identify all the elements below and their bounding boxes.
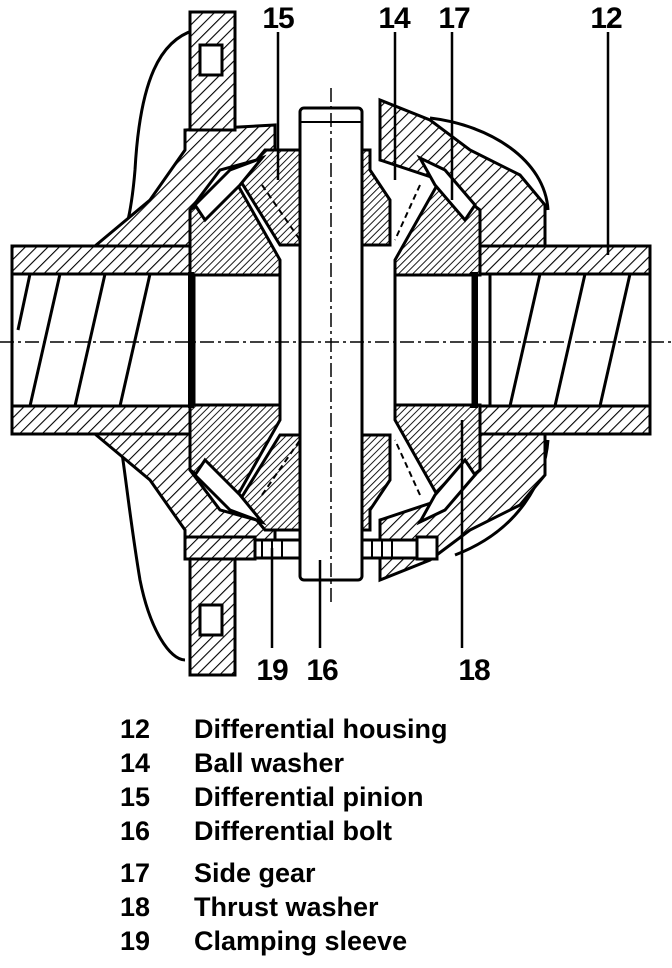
callout-18: 18 (458, 654, 490, 687)
callout-14: 14 (378, 2, 411, 35)
legend-number: 16 (120, 816, 151, 846)
legend-number: 15 (120, 782, 151, 812)
callout-12: 12 (590, 2, 622, 35)
legend-number: 18 (120, 892, 151, 922)
differential-cross-section-diagram: 15 14 17 12 19 16 18 (0, 2, 672, 687)
clamping-sleeve (183, 535, 439, 561)
legend-label: Differential bolt (194, 816, 393, 846)
callout-17: 17 (438, 2, 470, 35)
right-axle-tube (478, 244, 652, 436)
parts-legend: 12 Differential housing 14 Ball washer 1… (120, 712, 640, 958)
callout-16: 16 (306, 654, 338, 687)
legend-number: 17 (120, 858, 151, 888)
legend-number: 14 (120, 748, 151, 778)
callout-leader-lines (270, 32, 610, 648)
left-axle-tube (10, 244, 194, 436)
side-gear-bore (192, 273, 475, 407)
legend-item: 14 Ball washer (120, 746, 640, 780)
legend-label: Thrust washer (194, 892, 379, 922)
callout-19: 19 (256, 654, 288, 687)
legend-label: Side gear (194, 858, 316, 888)
legend-number: 19 (120, 926, 151, 956)
legend-item: 15 Differential pinion (120, 780, 640, 814)
legend-label: Differential housing (194, 714, 448, 744)
legend-item: 12 Differential housing (120, 712, 640, 746)
legend-label: Differential pinion (194, 782, 424, 812)
legend-item: 19 Clamping sleeve (120, 924, 640, 958)
legend-label: Clamping sleeve (194, 926, 408, 956)
legend-item: 18 Thrust washer (120, 890, 640, 924)
center-line (0, 88, 672, 605)
legend-item: 16 Differential bolt (120, 814, 640, 848)
callout-15: 15 (262, 2, 294, 35)
legend-number: 12 (120, 714, 151, 744)
legend-item: 17 Side gear (120, 856, 640, 890)
ball-washer (193, 154, 477, 526)
legend-label: Ball washer (194, 748, 345, 778)
